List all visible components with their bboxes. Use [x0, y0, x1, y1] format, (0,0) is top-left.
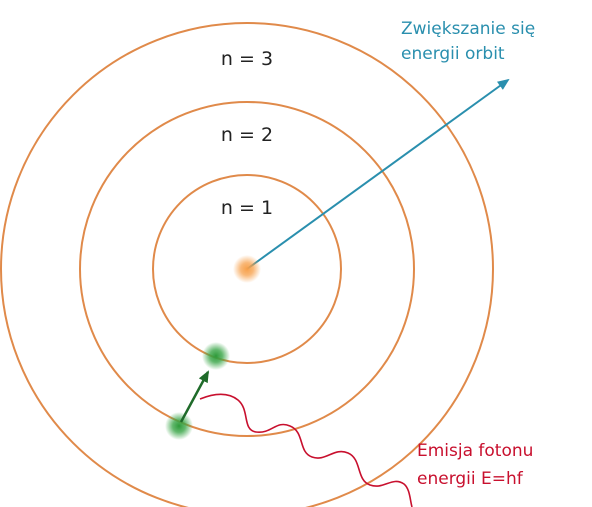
electron-outer	[165, 412, 193, 440]
transition-arrow	[179, 370, 210, 423]
photon-annotation-line-1: Emisja fotonu	[417, 441, 533, 461]
energy-annotation-line-2: energii orbit	[401, 44, 505, 64]
photon-annotation: Emisja fotonu energii E=hf	[417, 441, 539, 489]
energy-annotation: Zwiększanie się energii orbit	[401, 19, 541, 64]
orbit-label-n3: n = 3	[221, 48, 273, 70]
orbit-n3	[0, 22, 494, 507]
orbit-label-n2: n = 2	[221, 124, 273, 146]
energy-increase-arrow	[246, 78, 510, 270]
photon-wave	[199, 393, 413, 507]
orbit-n2	[79, 101, 415, 437]
electron-inner	[202, 342, 230, 370]
nucleus	[233, 255, 261, 283]
photon-annotation-line-2: energii E=hf	[417, 469, 524, 489]
energy-annotation-line-1: Zwiększanie się	[401, 19, 535, 39]
orbit-n1	[152, 174, 342, 364]
orbit-label-n1: n = 1	[221, 197, 273, 219]
